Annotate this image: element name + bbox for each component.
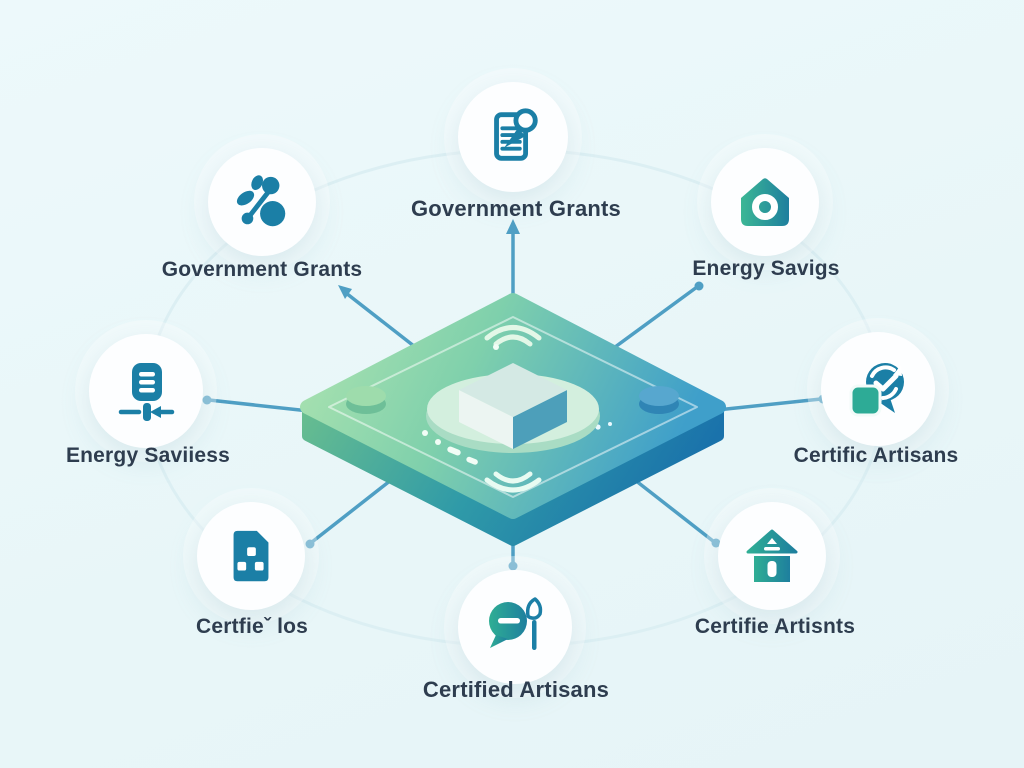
charging-plug-icon <box>118 363 175 421</box>
node-middle-right <box>821 332 935 446</box>
document-search-icon <box>494 108 538 161</box>
cylinder-right <box>639 386 679 414</box>
node-bottom-center <box>458 570 572 684</box>
label-upper-right: Energy Savigs <box>692 257 840 280</box>
house-lens-icon <box>741 178 789 226</box>
connector-upper-left <box>344 291 421 352</box>
connector-endpoints <box>202 219 828 571</box>
label-bottom-left: Certfieˇ los <box>195 615 309 638</box>
label-top: Government Grants <box>410 196 621 221</box>
node-upper-left <box>208 148 316 256</box>
connector-right <box>715 397 823 412</box>
label-middle-right: Certific Artisans <box>793 444 959 467</box>
chat-brush-icon <box>489 597 543 650</box>
node-bottom-left <box>197 502 305 610</box>
node-middle-left <box>89 334 203 448</box>
label-upper-left: Government Grants <box>161 258 363 281</box>
arrow-top <box>506 219 520 234</box>
sync-check-icon <box>849 363 904 417</box>
arrow-upper-left <box>338 285 352 299</box>
house-door-icon <box>746 529 798 582</box>
label-middle-left: Energy Saviiess <box>65 444 231 467</box>
label-bottom-center: Certified Artisans <box>422 677 610 702</box>
center-cube <box>459 363 567 449</box>
label-bottom-right: Certifie Artisnts <box>694 615 856 638</box>
connector-upper-right <box>609 285 699 352</box>
node-upper-right <box>711 148 819 256</box>
signal-arcs <box>484 325 542 493</box>
central-platform <box>300 293 726 546</box>
cylinder-left <box>346 386 386 414</box>
node-top <box>458 82 568 192</box>
document-blocks-icon <box>233 530 269 582</box>
connector-left <box>207 398 311 413</box>
node-bottom-right <box>718 502 826 610</box>
platform-inset-outline <box>328 316 698 498</box>
plant-growth-icon <box>236 175 286 227</box>
